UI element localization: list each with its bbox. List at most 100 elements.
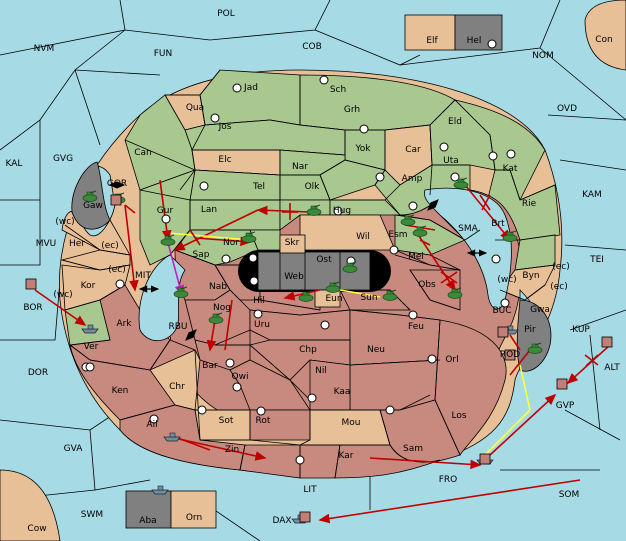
army-unit-12[interactable] (447, 287, 463, 299)
supply-center-5 (199, 181, 209, 191)
army-unit-0[interactable] (82, 190, 98, 202)
province-label: KAM (582, 190, 602, 200)
province-label: MIT (135, 271, 151, 281)
province-label: Qwi (232, 372, 249, 382)
province-label: FUN (154, 49, 173, 59)
army-unit-8[interactable] (342, 261, 358, 273)
province-label: Zin (225, 445, 239, 455)
coast-label: (ec) (552, 262, 570, 272)
player-markers (25, 194, 613, 523)
province-label: Obs (418, 280, 436, 290)
coast-label: (ec) (108, 265, 126, 275)
province-label: Ost (316, 255, 332, 265)
province-label: Kat (503, 164, 518, 174)
supply-center-30 (427, 354, 437, 364)
supply-center-2 (210, 113, 220, 123)
owner-marker-7 (504, 349, 516, 361)
province-label: COB (302, 42, 322, 52)
province-label: ROD (500, 350, 520, 360)
army-unit-11[interactable] (412, 225, 428, 237)
army-unit-14[interactable] (502, 230, 518, 242)
supply-center-17 (248, 253, 258, 263)
province-label: MVU (36, 239, 57, 249)
army-unit-4[interactable] (173, 286, 189, 298)
province-label: Grh (344, 105, 360, 115)
coast-label: (wc) (497, 275, 516, 285)
supply-center-23 (320, 320, 330, 330)
province-label: Hug (333, 206, 351, 216)
owner-marker-5 (299, 511, 311, 523)
province-label: Hel (467, 36, 482, 46)
supply-center-6 (375, 172, 385, 182)
province-label: Can (134, 148, 152, 158)
province-label: Sap (193, 250, 210, 260)
province-label: OVD (557, 104, 577, 114)
province-label: Nab (209, 282, 227, 292)
army-unit-6[interactable] (325, 281, 341, 293)
army-unit-7[interactable] (298, 290, 314, 302)
fleet-unit-0[interactable] (81, 324, 99, 334)
province-label: Kor (81, 281, 96, 291)
province-label: GOR (107, 179, 127, 189)
province-label: Jos (218, 122, 232, 132)
supply-center-25 (307, 393, 317, 403)
province-label: Ver (84, 342, 99, 352)
province-label: Chr (169, 382, 185, 392)
province-label: SMA (458, 224, 478, 234)
army-unit-15[interactable] (527, 342, 543, 354)
passage-markers (108, 181, 488, 341)
province-label: Chp (299, 345, 317, 355)
coast-labels: (wc)(ec)(ec)(wc)(wc)(ec)(ec) (53, 217, 569, 300)
fleet-unit-1[interactable] (163, 432, 181, 442)
province-label: Kar (339, 451, 354, 461)
province-label: Skr (285, 238, 300, 248)
supply-center-24 (225, 358, 235, 368)
army-unit-13[interactable] (453, 177, 469, 189)
army-unit-9[interactable] (382, 289, 398, 301)
province-label: Mel (408, 252, 424, 262)
fleet-unit-5[interactable] (151, 485, 169, 495)
coast-label: (wc) (53, 290, 72, 300)
supply-center-4 (439, 142, 449, 152)
province-label: FRO (439, 475, 458, 485)
owner-marker-0 (25, 278, 37, 290)
supply-centers (81, 39, 516, 465)
province-label: Web (284, 272, 304, 282)
army-unit-2[interactable] (241, 231, 257, 243)
supply-center-7 (506, 149, 516, 159)
province-label: Gwa (530, 305, 550, 315)
province-label: KAL (6, 159, 23, 169)
province-label: Esm (388, 230, 407, 240)
province-label: DAX (272, 516, 291, 526)
province-label: Nil (315, 366, 327, 376)
province-label: GVP (556, 401, 575, 411)
army-unit-5[interactable] (208, 312, 224, 324)
province-label: Her (69, 239, 85, 249)
coast-label: (wc) (55, 217, 74, 227)
province-label: RBU (168, 322, 187, 332)
province-label: Hil (253, 296, 265, 306)
province-label: Bar (202, 361, 218, 371)
supply-center-3 (359, 124, 369, 134)
province-label: Brt (491, 219, 505, 229)
army-unit-10[interactable] (400, 214, 416, 226)
province-label: Orn (186, 513, 202, 523)
owner-marker-6 (556, 378, 568, 390)
province-label: DOR (28, 368, 48, 378)
supply-center-16 (389, 245, 399, 255)
army-unit-1[interactable] (306, 204, 322, 216)
supply-center-0 (232, 83, 242, 93)
owner-marker-1 (110, 194, 122, 206)
supply-center-35 (487, 39, 497, 49)
supply-center-28 (232, 382, 242, 392)
province-label: Neu (367, 345, 385, 355)
province-label: Amp (402, 174, 423, 184)
supply-center-15 (115, 279, 125, 289)
supply-center-9 (333, 206, 343, 216)
army-unit-3[interactable] (160, 234, 176, 246)
central-lake (238, 250, 391, 292)
supply-center-34 (488, 151, 498, 161)
owner-marker-2 (497, 326, 509, 338)
